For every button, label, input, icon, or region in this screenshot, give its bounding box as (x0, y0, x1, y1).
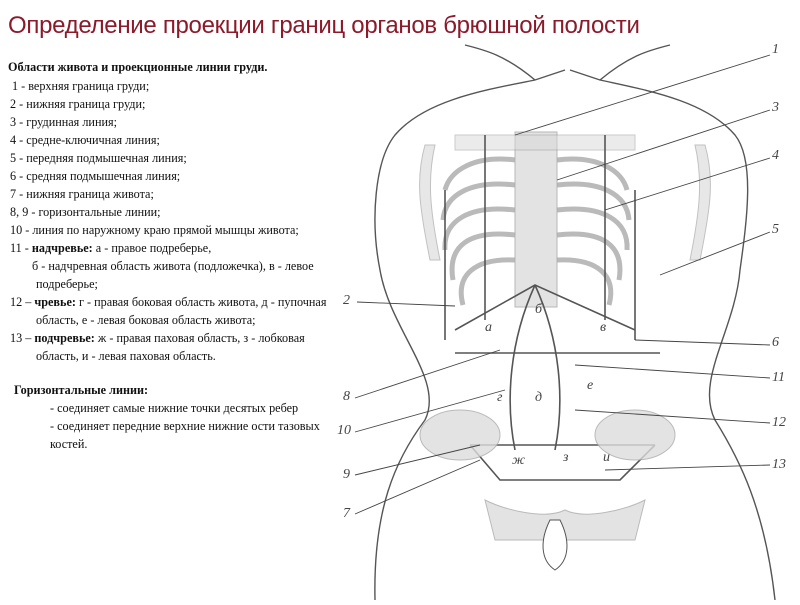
page-title: Определение проекции границ органов брюш… (8, 12, 640, 39)
region-letter-g: г (497, 390, 503, 405)
legend-item-hypogastrium: 13 – подчревье: ж - правая паховая облас… (10, 331, 305, 363)
diagram-label-8: 8 (343, 389, 350, 404)
diagram-label-6: 6 (772, 335, 779, 350)
legend-item: 6 - средняя подмышечная линия; (10, 169, 181, 183)
diagram-label-11: 11 (772, 370, 785, 385)
torso-drawing-icon (354, 44, 776, 601)
diagram-label-7: 7 (343, 506, 350, 521)
legend-item: 2 - нижняя граница груди; (10, 97, 146, 111)
diagram-label-13: 13 (772, 457, 786, 472)
diagram-label-12: 12 (772, 415, 786, 430)
region-letter-z: з (563, 450, 569, 465)
diagram-label-10: 10 (337, 423, 351, 438)
legend-item-mesogastrium: 12 – чревье: г - правая боковая область … (10, 295, 327, 327)
region-letter-zh: ж (512, 453, 526, 468)
legend-item: 5 - передняя подмышечная линия; (10, 151, 187, 165)
legend-item: 4 - средне-ключичная линия; (10, 133, 160, 147)
horizontal-lines-heading: Горизонтальные линии: (14, 383, 149, 397)
legend-item-epigastrium: 11 - надчревье: а - правое подреберье, (10, 241, 212, 255)
diagram-label-4: 4 (772, 148, 779, 163)
diagram-label-3: 3 (772, 100, 779, 115)
region-letter-b: б (535, 302, 543, 317)
legend-item: 3 - грудинная линия; (10, 115, 117, 129)
legend-item: 7 - нижняя граница живота; (10, 187, 154, 201)
diagram-label-2: 2 (343, 293, 350, 308)
legend-subitem: б - надчревная область живота (подложечк… (32, 259, 314, 291)
legend-heading: Области живота и проекционные линии груд… (8, 60, 268, 74)
legend-item: 8, 9 - горизонтальные линии; (10, 205, 161, 219)
legend-item: 1 - верхняя граница груди; (12, 79, 150, 93)
diagram-label-9: 9 (343, 467, 350, 482)
diagram-label-5: 5 (772, 222, 779, 237)
torso-diagram: 1 3 4 5 6 11 12 13 2 8 10 9 7 а б в г д … (335, 40, 800, 601)
diagram-label-1: 1 (772, 42, 779, 57)
horizontal-line-item: - соединяет передние верхние нижние ости… (50, 419, 320, 451)
region-letter-e: е (587, 378, 594, 393)
region-letter-a: а (485, 320, 492, 335)
legend-item: 10 - линия по наружному краю прямой мышц… (10, 223, 299, 237)
legend-panel: Области живота и проекционные линии груд… (8, 58, 348, 453)
region-letter-d: д (535, 390, 543, 405)
region-letter-v: в (600, 320, 607, 335)
region-letter-i: и (603, 450, 610, 465)
horizontal-lines-section: Горизонтальные линии: - соединяет самые … (8, 381, 348, 453)
horizontal-line-item: - соединяет самые нижние точки десятых р… (50, 401, 299, 415)
